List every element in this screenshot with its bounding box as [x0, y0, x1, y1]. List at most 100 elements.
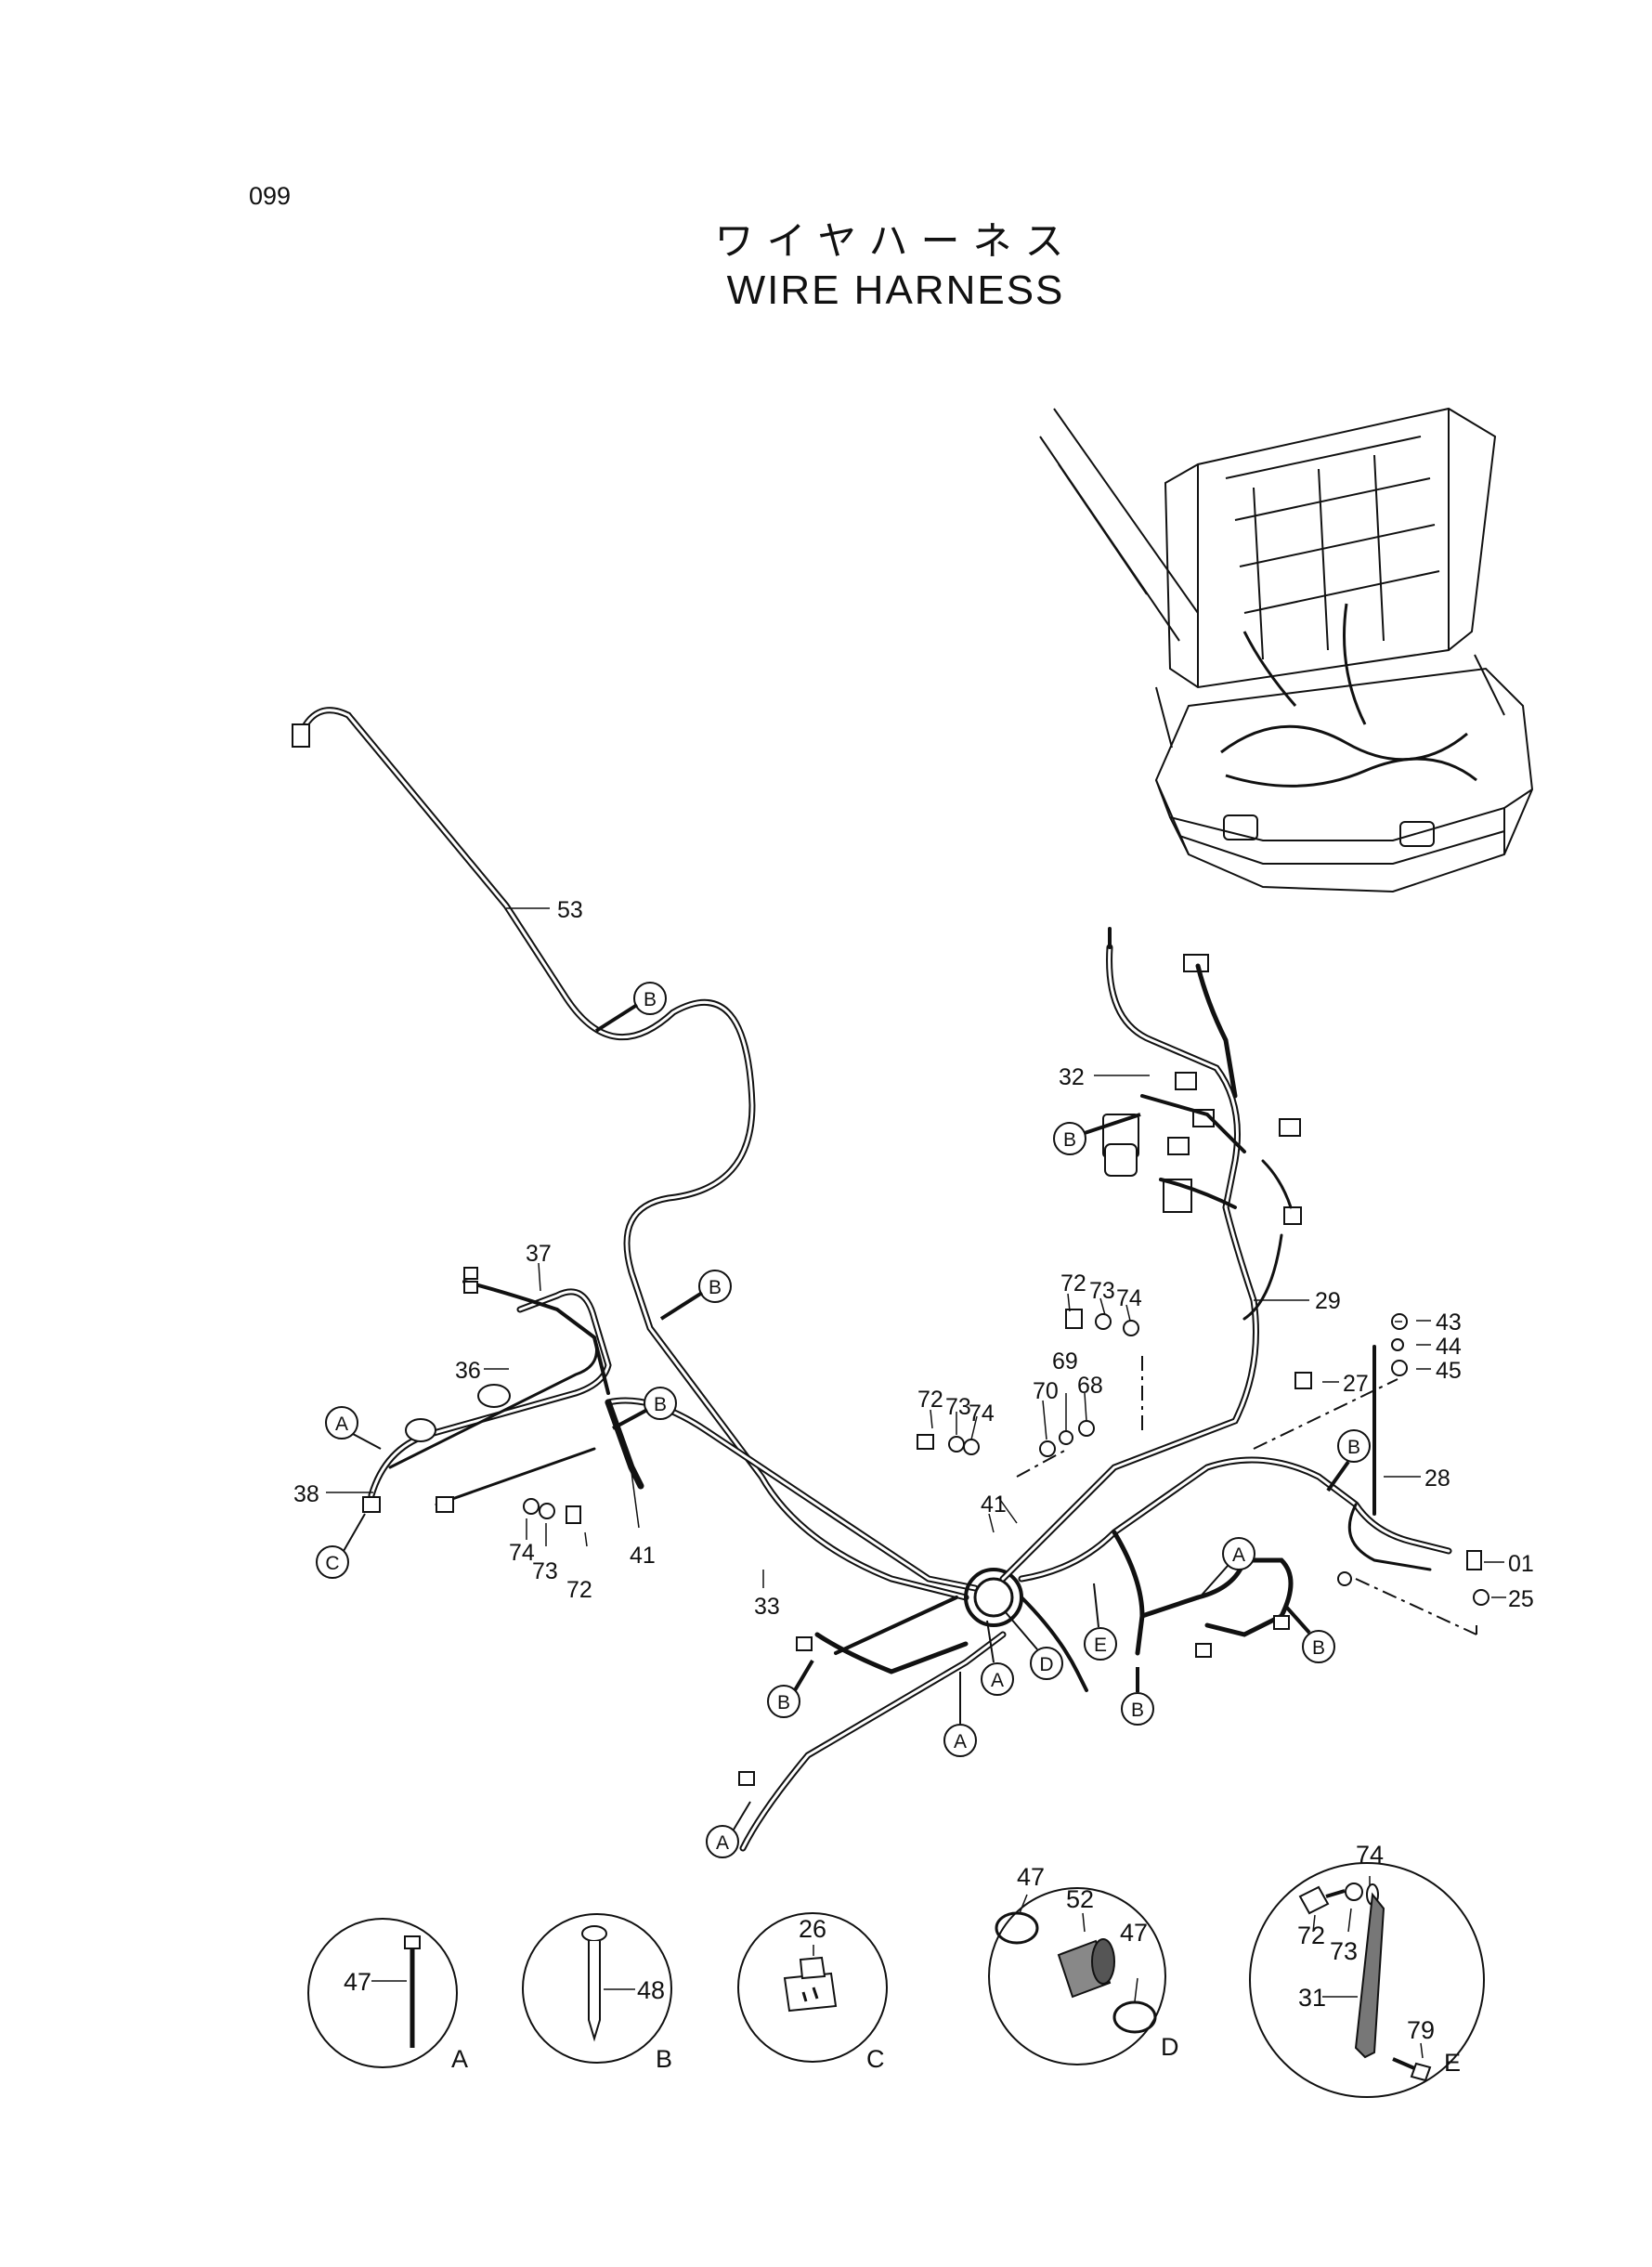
svg-text:A: A [1232, 1544, 1245, 1566]
detail-c: 26 C [737, 1912, 888, 2073]
callout-bubble: B [1337, 1429, 1371, 1463]
svg-text:B: B [1063, 1129, 1076, 1151]
part-label-32: 32 [1059, 1064, 1085, 1090]
part-label-43: 43 [1436, 1309, 1462, 1335]
detail-a-letter: A [451, 2045, 468, 2073]
svg-text:A: A [954, 1731, 967, 1752]
callout-bubble: A [943, 1724, 977, 1757]
svg-text:A: A [716, 1832, 729, 1854]
bubble-pointer [343, 1513, 366, 1552]
svg-text:B: B [1131, 1700, 1144, 1721]
detail-b: 48 B [522, 1913, 672, 2073]
bubble-pointer [986, 1620, 995, 1663]
part-label-69: 69 [1052, 1348, 1078, 1375]
bubble-pointer [352, 1433, 382, 1450]
svg-text:B: B [1347, 1437, 1360, 1458]
part-label-45: 45 [1436, 1358, 1462, 1384]
detail-d-letter: D [1161, 2033, 1179, 2061]
callout-bubble: C [316, 1545, 349, 1579]
detail-b-label-48: 48 [637, 1976, 665, 2004]
part-label-29: 29 [1315, 1288, 1341, 1314]
bubble-pointer [733, 1801, 751, 1831]
part-label-41: 41 [630, 1543, 656, 1569]
part-label-44: 44 [1436, 1334, 1462, 1360]
part-label-01: 01 [1508, 1551, 1534, 1577]
part-label-74: 74 [509, 1540, 535, 1566]
hardware-parts [292, 723, 1489, 1786]
svg-text:B: B [644, 989, 657, 1010]
part-label-73: 73 [945, 1394, 971, 1420]
svg-text:C: C [325, 1553, 339, 1574]
part-label-72: 72 [917, 1387, 943, 1413]
part-label-28: 28 [1424, 1466, 1450, 1492]
callout-bubble: D [1030, 1647, 1063, 1680]
bubble-pointer [612, 1408, 648, 1430]
callout-bubble: A [981, 1662, 1014, 1696]
detail-e-label-79: 79 [1407, 2016, 1435, 2044]
svg-text:A: A [335, 1414, 348, 1435]
title-japanese: ワイヤハーネス [714, 219, 1077, 263]
svg-text:E: E [1094, 1635, 1107, 1656]
part-label-41: 41 [981, 1492, 1007, 1518]
title-english: WIRE HARNESS [726, 267, 1065, 313]
detail-c-letter: C [866, 2045, 885, 2073]
bubble-pointer [1197, 1565, 1229, 1600]
detail-d: 47 52 47 D [988, 1863, 1179, 2065]
part-label-25: 25 [1508, 1586, 1534, 1612]
part-label-27: 27 [1343, 1371, 1369, 1397]
part-label-36: 36 [455, 1358, 481, 1384]
part-label-72: 72 [1060, 1270, 1086, 1296]
svg-text:B: B [654, 1394, 667, 1415]
detail-b-letter: B [656, 2045, 672, 2073]
callout-bubble: B [1121, 1692, 1154, 1726]
detail-views: 47 A 48 B 26 C 47 52 [307, 1841, 1485, 2098]
svg-text:B: B [709, 1277, 722, 1298]
detail-e-label-31: 31 [1298, 1984, 1326, 2012]
leader-lines [326, 907, 1506, 1598]
part-label-72: 72 [566, 1577, 592, 1603]
callout-bubbles: B B B A C B B A D A A E B A B B [316, 982, 1371, 1858]
callout-bubble: B [644, 1387, 677, 1420]
callout-bubble: B [633, 982, 667, 1015]
part-label-38: 38 [293, 1481, 319, 1507]
callout-bubble: A [706, 1825, 739, 1858]
svg-text:B: B [777, 1692, 790, 1713]
part-label-73: 73 [1089, 1278, 1115, 1304]
callout-bubble: B [767, 1685, 800, 1718]
bubble-pointer [1004, 1610, 1038, 1650]
bubble-pointer [1326, 1460, 1350, 1492]
detail-d-label-47: 47 [1017, 1863, 1045, 1891]
callout-bubble: E [1084, 1627, 1117, 1661]
detail-a-label-47: 47 [344, 1968, 371, 1996]
svg-text:B: B [1312, 1637, 1325, 1659]
callout-bubble: B [1053, 1122, 1086, 1155]
part-label-68: 68 [1077, 1373, 1103, 1399]
detail-d-label-52: 52 [1066, 1885, 1094, 1913]
part-label-74: 74 [1116, 1285, 1142, 1311]
svg-text:D: D [1039, 1654, 1053, 1675]
reference-lines [1016, 1356, 1477, 1635]
callout-bubble: B [1302, 1630, 1335, 1663]
detail-e-letter: E [1444, 2049, 1461, 2077]
part-labels: 53 37 36 38 74 73 72 41 33 32 29 72 73 7… [293, 897, 1534, 1620]
bubble-pointer [594, 1003, 639, 1033]
bubble-pointer [1093, 1583, 1099, 1628]
bubble-pointer [1084, 1113, 1141, 1135]
part-label-73: 73 [532, 1558, 558, 1584]
callout-bubble: A [325, 1406, 358, 1440]
bubble-pointer [659, 1291, 704, 1321]
detail-d-label-47: 47 [1120, 1919, 1148, 1947]
detail-e-label-72: 72 [1297, 1922, 1325, 1949]
bubble-pointer [793, 1659, 814, 1692]
detail-a: 47 A [307, 1918, 468, 2073]
excavator-overview-illustration [1039, 407, 1534, 893]
part-label-33: 33 [754, 1594, 780, 1620]
part-label-74: 74 [969, 1401, 995, 1427]
callout-bubble: A [1222, 1537, 1255, 1570]
detail-e-label-73: 73 [1330, 1937, 1358, 1965]
svg-text:A: A [991, 1670, 1004, 1691]
part-label-53: 53 [557, 897, 583, 923]
detail-e: 74 72 73 31 79 E [1249, 1841, 1485, 2098]
callout-bubble: B [698, 1270, 732, 1303]
